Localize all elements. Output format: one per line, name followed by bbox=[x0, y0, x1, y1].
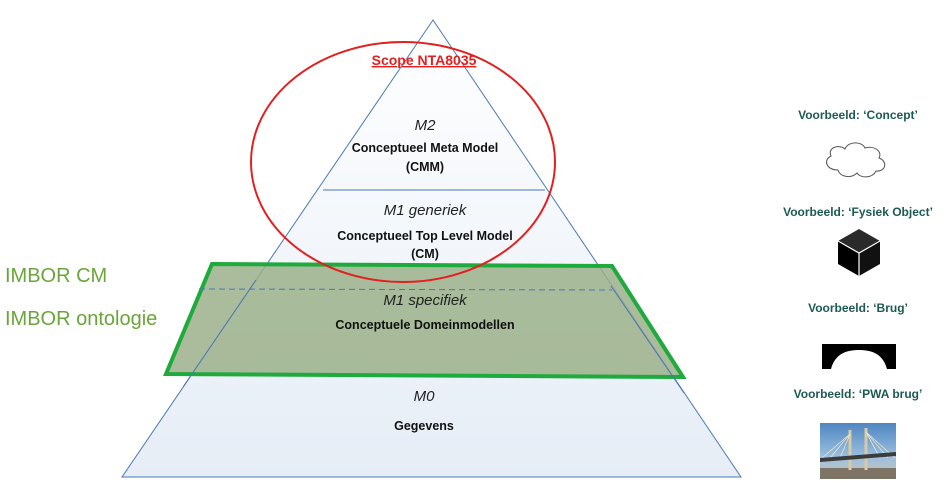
pyramid-edge-left-through-band bbox=[182, 279, 257, 388]
scope-ellipse bbox=[250, 41, 556, 283]
cable-stayed-bridge-photo bbox=[820, 423, 896, 479]
example-pwa-bridge-label: Voorbeeld: ‘PWA brug’ bbox=[794, 387, 923, 401]
pyramid-edge-right-through-band bbox=[610, 285, 685, 394]
m0-code: M0 bbox=[414, 388, 435, 405]
example-concept-label: Voorbeeld: ‘Concept’ bbox=[798, 108, 918, 122]
m2-name-line1: Conceptueel Meta Model bbox=[352, 141, 499, 155]
m1-generic-name-line1: Conceptueel Top Level Model bbox=[337, 229, 512, 243]
m2-code: M2 bbox=[415, 117, 436, 134]
m1-generic-code: M1 generiek bbox=[384, 202, 468, 219]
m2-name-line2: (CMM) bbox=[406, 160, 444, 174]
side-label-imbor-ontology: IMBOR ontologie bbox=[5, 308, 157, 330]
cloud-icon bbox=[826, 142, 886, 178]
m1-specific-name-line1: Conceptuele Domeinmodellen bbox=[335, 318, 514, 332]
cube-icon bbox=[837, 229, 881, 276]
example-bridge-label: Voorbeeld: ‘Brug’ bbox=[808, 301, 908, 315]
example-physical-object-label: Voorbeeld: ‘Fysiek Object’ bbox=[783, 205, 933, 219]
band-dashed-divider bbox=[198, 288, 613, 291]
scope-label: Scope NTA8035 bbox=[372, 52, 477, 68]
arch-bridge-icon bbox=[822, 344, 896, 369]
m1-generic-name-line2: (CM) bbox=[411, 247, 439, 261]
m0-name-line1: Gegevens bbox=[394, 419, 454, 433]
m1-specific-code: M1 specifiek bbox=[383, 292, 468, 309]
side-label-imbor-cm: IMBOR CM bbox=[5, 265, 107, 287]
